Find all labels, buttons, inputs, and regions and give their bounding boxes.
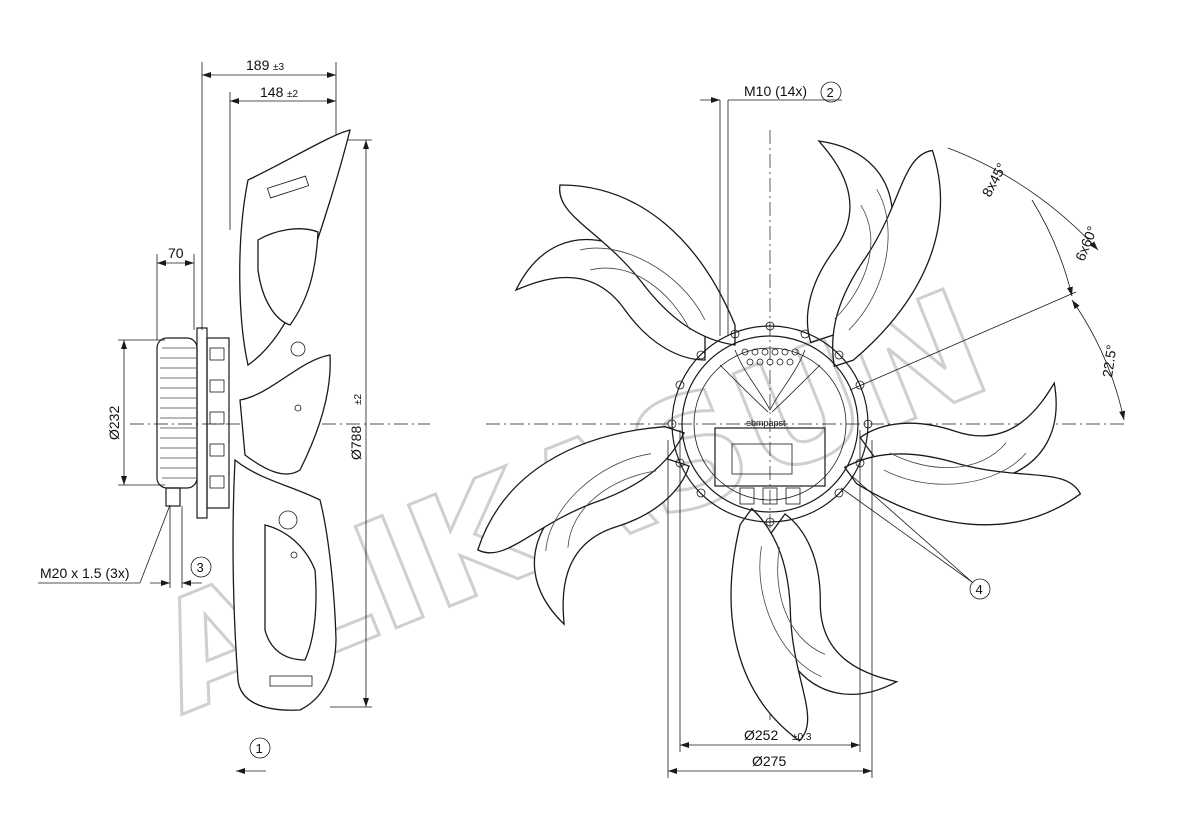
brand-mark: ebmpapst (746, 418, 786, 428)
callout-4: 4 (976, 582, 983, 597)
callout-3-circle (190, 556, 212, 578)
callout-1-circle (249, 737, 271, 759)
motor-body (156, 327, 230, 588)
dim-70-value: 70 (168, 245, 184, 261)
dim-189-tolerance: ±3 (273, 62, 284, 73)
callout-3: 3 (197, 560, 204, 575)
motor-hub: ebmpapst (667, 321, 873, 527)
callout-1: 1 (256, 741, 263, 756)
angle-6x60: 6x60° (1072, 224, 1100, 263)
dim-275-value: Ø275 (752, 753, 786, 769)
angle-22-5: 22.5° (1099, 344, 1119, 379)
dim-788-tolerance: ±2 (353, 394, 364, 405)
callout-4-leader-a (840, 487, 973, 583)
dim-148-tolerance: ±2 (287, 89, 298, 100)
dim-252-value: Ø252 (744, 727, 778, 743)
dim-189-value: 189 (246, 57, 270, 73)
dim-232-value: Ø232 (106, 406, 122, 440)
callout-2-circle (820, 81, 842, 103)
dim-252-tolerance: ±0.3 (792, 732, 812, 743)
m20-label: M20 x 1.5 (3x) (40, 565, 129, 581)
m20-leader (139, 504, 171, 584)
callout-2: 2 (827, 85, 834, 100)
callout-4-circle (969, 578, 991, 600)
angle-8x45: 8x45° (979, 160, 1010, 199)
rotor-blades (477, 140, 1082, 742)
dim-148-value: 148 (260, 84, 284, 100)
arc-6x60 (1031, 199, 1073, 297)
side-view: 189 ±3 148 ±2 70 Ø232 Ø788 ±2 (38, 57, 430, 774)
angle-ray (849, 291, 1077, 391)
dim-788-value: Ø788 (348, 426, 364, 460)
arc-8x45 (947, 147, 1099, 251)
arc-22-5 (1071, 299, 1126, 421)
blades-side-profile (232, 129, 351, 711)
m10-label: M10 (14x) (744, 83, 807, 99)
